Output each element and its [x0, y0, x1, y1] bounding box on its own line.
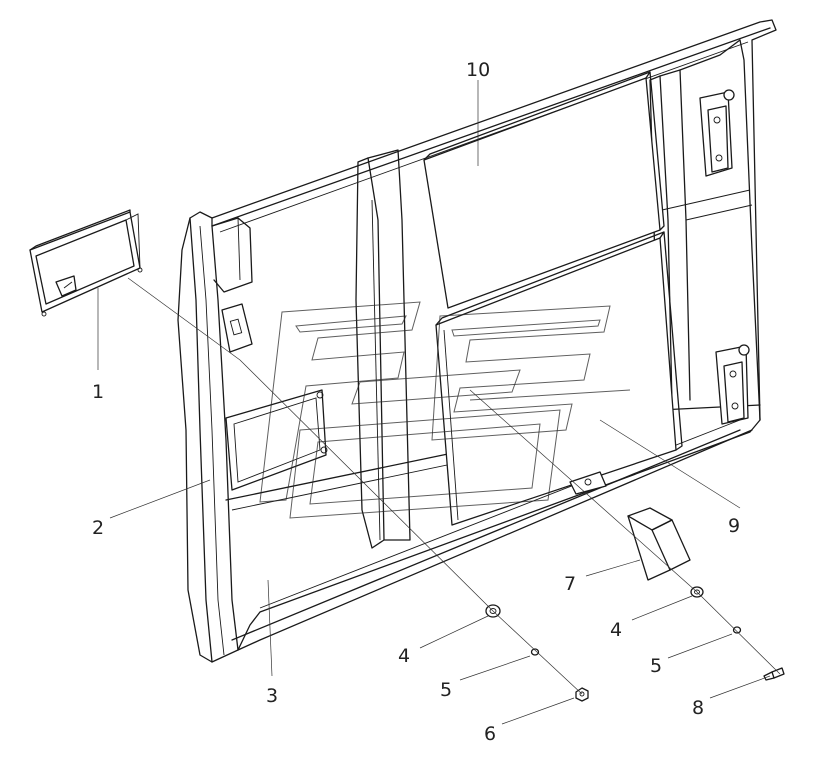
callout-labels: 1 2 3 4 4 5 5 6 7 8 9 10 — [92, 59, 740, 745]
leader-5b — [667, 633, 733, 659]
callout-4-left: 4 — [398, 645, 410, 667]
assembly-lines — [127, 277, 781, 695]
callout-1: 1 — [92, 381, 104, 403]
leader-8 — [709, 675, 771, 699]
bottom-tab — [569, 471, 607, 495]
callout-9: 9 — [728, 515, 740, 537]
callout-3: 3 — [266, 685, 278, 707]
callout-2: 2 — [92, 517, 104, 539]
bolt-part-8 — [763, 667, 785, 681]
callout-6: 6 — [484, 723, 496, 745]
leader-4b — [631, 595, 693, 621]
leader-5a — [459, 655, 531, 681]
callout-5-right: 5 — [650, 655, 662, 677]
spring-washer-left-part-5 — [530, 648, 540, 656]
leader-4a — [419, 615, 489, 649]
leader-7 — [585, 559, 641, 577]
leader-2 — [109, 479, 211, 519]
callout-8: 8 — [692, 697, 704, 719]
angle-bracket-part-7 — [627, 507, 691, 581]
callout-7: 7 — [564, 573, 576, 595]
leader-6 — [501, 697, 575, 725]
left-bracket — [221, 303, 253, 353]
callout-leaders — [97, 80, 771, 725]
leader-9 — [599, 419, 741, 509]
watermark-logo — [259, 301, 631, 519]
leader-3 — [267, 579, 273, 677]
hinge-upper — [699, 89, 735, 177]
upper-pad-part-10 — [423, 71, 665, 309]
hinge-lower — [715, 344, 750, 425]
callout-4-right: 4 — [610, 619, 622, 641]
spring-washer-right-part-5 — [732, 626, 742, 634]
cover-plate-part-1 — [29, 209, 143, 317]
callout-10: 10 — [466, 59, 490, 81]
left-recess — [225, 389, 328, 491]
callout-5-left: 5 — [440, 679, 452, 701]
